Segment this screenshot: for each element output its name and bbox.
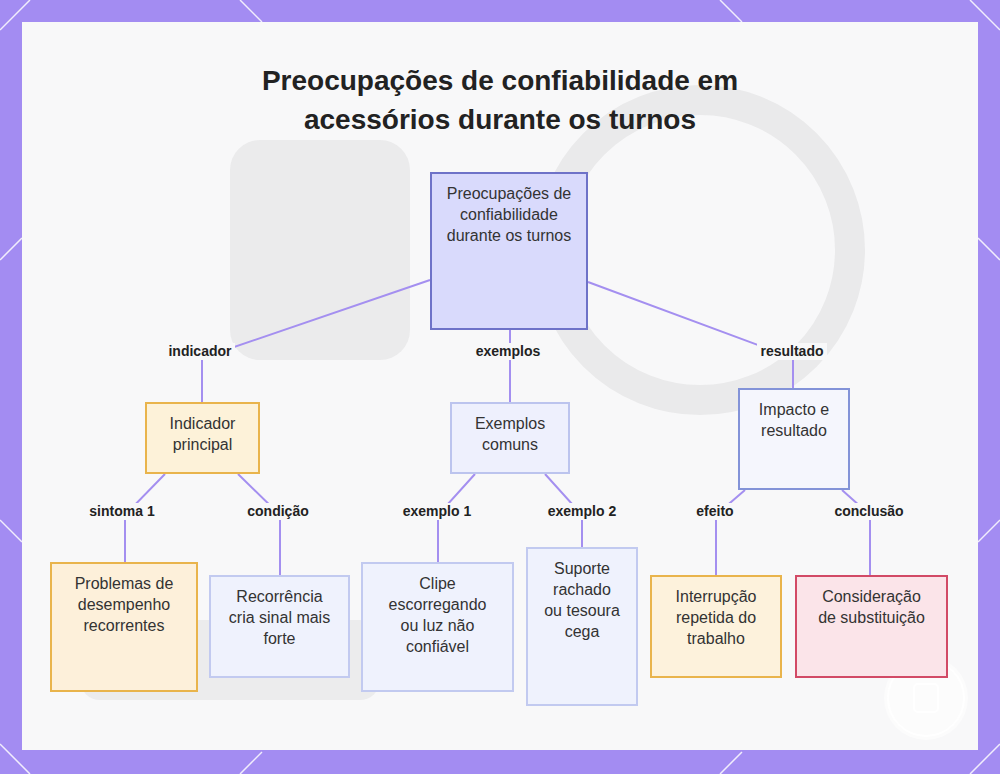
diagram-title: Preocupações de confiabilidade em acessó… xyxy=(200,61,800,139)
concept-box: Indicador principal xyxy=(145,402,260,474)
concept-box: Impacto e resultado xyxy=(738,388,850,490)
node-text: Consideração de substituição xyxy=(815,586,928,628)
node-text: Exemplos comuns xyxy=(462,413,558,455)
node-text: Impacto e resultado xyxy=(750,399,838,441)
panel xyxy=(22,22,978,750)
edge-label: condição xyxy=(244,503,311,520)
concept-box: Consideração de substituição xyxy=(795,575,948,678)
concept-box: Interrupção repetida do trabalho xyxy=(650,575,782,678)
node-text: Preocupações de confiabilidade durante o… xyxy=(446,183,572,246)
edge-label: sintoma 1 xyxy=(86,503,157,520)
edge-label: indicador xyxy=(165,343,234,360)
node-text: Indicador principal xyxy=(155,413,250,455)
concept-box: Recorrência cria sinal mais forte xyxy=(209,575,350,678)
concept-box: Exemplos comuns xyxy=(450,402,570,474)
edge-label: conclusão xyxy=(831,503,906,520)
edge-label: resultado xyxy=(757,343,826,360)
concept-box: Problemas de desempenho recorrentes xyxy=(50,562,198,692)
connector-line xyxy=(588,282,793,388)
root-box: Preocupações de confiabilidade durante o… xyxy=(430,172,588,330)
concept-box: Clipe escorregando ou luz não confiável xyxy=(361,562,514,692)
node-text: Clipe escorregando ou luz não confiável xyxy=(381,573,494,657)
node-text: Suporte rachado ou tesoura cega xyxy=(544,558,620,642)
edge-label: efeito xyxy=(693,503,736,520)
concept-box: Suporte rachado ou tesoura cega xyxy=(526,547,638,706)
node-text: Recorrência cria sinal mais forte xyxy=(225,586,334,649)
node-text: Problemas de desempenho recorrentes xyxy=(68,573,180,636)
edge-label: exemplos xyxy=(473,343,544,360)
node-text: Interrupção repetida do trabalho xyxy=(664,586,768,649)
connector-line xyxy=(238,474,280,575)
connector-line xyxy=(202,280,430,402)
edge-label: exemplo 1 xyxy=(400,503,474,520)
connector-line xyxy=(509,330,511,402)
edge-label: exemplo 2 xyxy=(545,503,619,520)
